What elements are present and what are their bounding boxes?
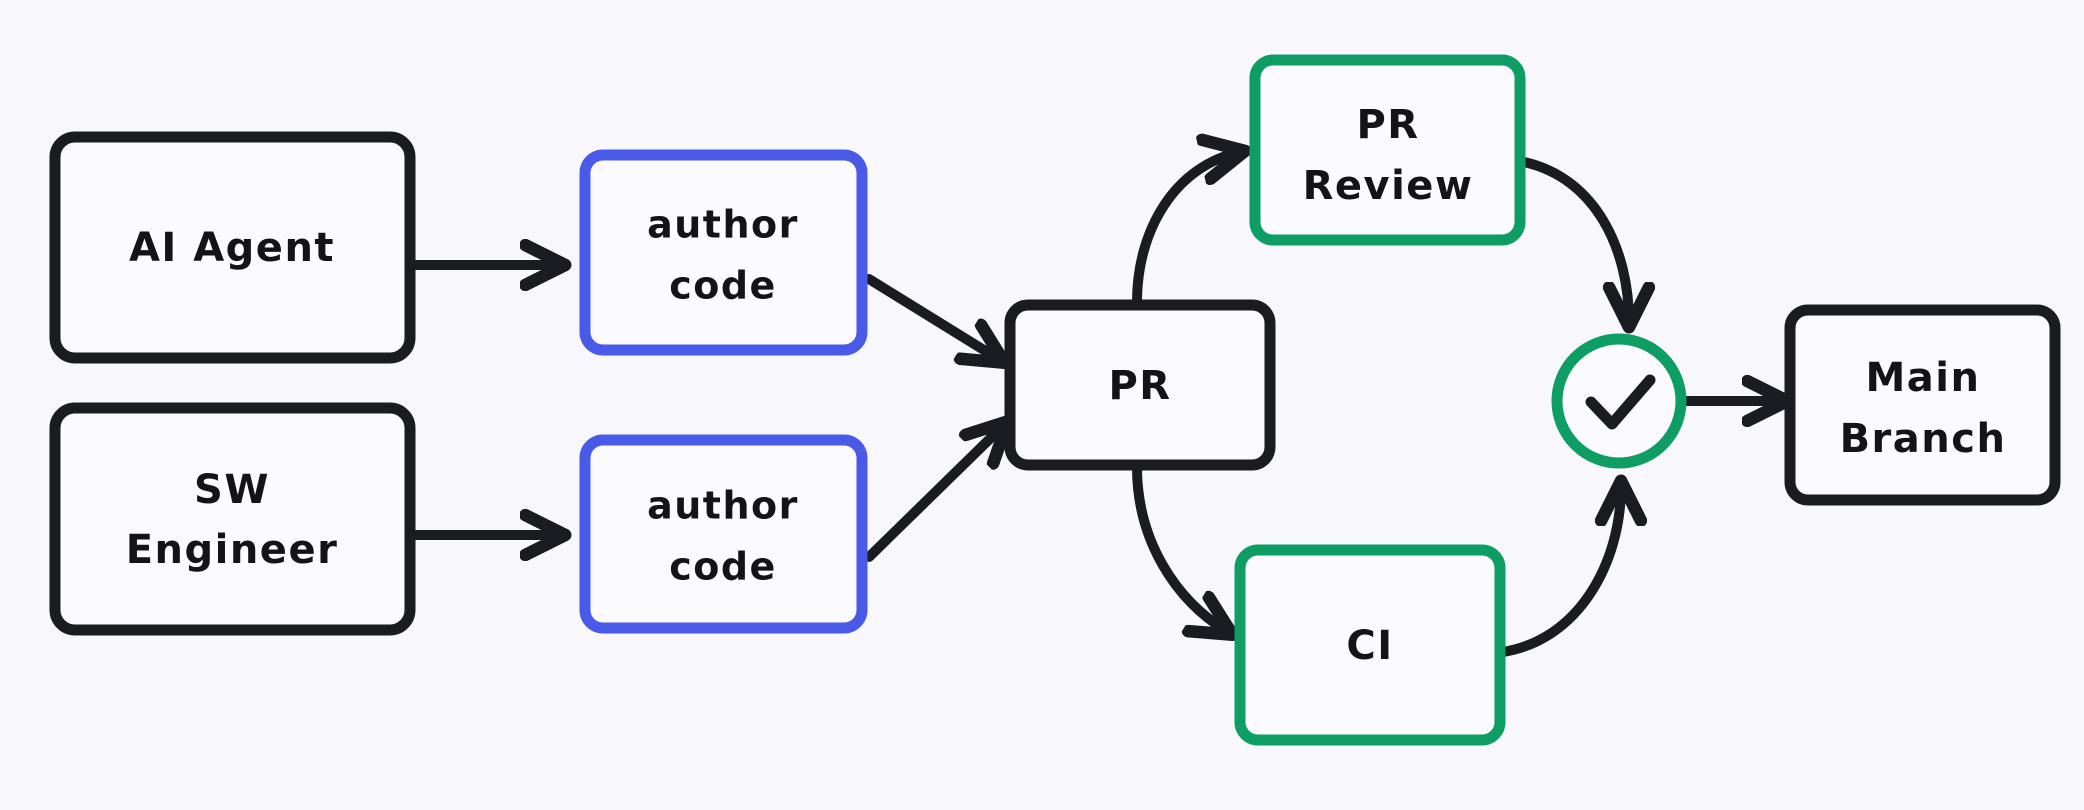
node-author-code-agent-label-line2: code [669,264,777,308]
node-pr-label: PR [1108,363,1171,409]
node-merge-check[interactable] [1551,333,1687,469]
nodes-layer: AI Agent SW Engineer author code author … [49,54,2061,746]
node-main-branch[interactable]: Main Branch [1784,304,2061,506]
edge-pr-to-pr-review [1132,152,1240,307]
check-icon [1585,374,1656,430]
node-sw-engineer-label-line2: Engineer [126,527,339,573]
node-ai-agent[interactable]: AI Agent [49,131,416,364]
node-sw-engineer-label-line1: SW [194,467,270,513]
node-main-branch-label-line1: Main [1866,355,1981,401]
node-pr-review-label-line2: Review [1303,163,1474,209]
node-author-code-agent[interactable]: author code [579,149,868,356]
edge-ci-to-check [1498,486,1621,657]
node-pr[interactable]: PR [1004,299,1276,471]
edge-pr-to-ci [1132,462,1228,632]
edges-layer [407,152,1782,657]
node-pr-review-label-line1: PR [1356,102,1419,148]
node-sw-engineer[interactable]: SW Engineer [49,402,416,636]
node-author-code-engineer[interactable]: author code [579,434,868,634]
node-main-branch-label-line2: Branch [1840,416,2007,462]
edge-author-code-engineer-to-pr [864,425,1004,562]
node-pr-review[interactable]: PR Review [1249,54,1526,246]
node-ci-label: CI [1346,623,1393,669]
node-ai-agent-label-line1: AI Agent [129,225,335,271]
edge-author-code-agent-to-pr [864,274,1000,360]
check-circle [1551,333,1687,469]
node-author-code-engineer-label-line2: code [669,545,777,589]
edge-pr-review-to-check [1519,157,1629,322]
node-ci[interactable]: CI [1234,544,1506,746]
node-author-code-agent-label-line1: author [647,203,799,247]
node-author-code-engineer-label-line1: author [647,484,799,528]
